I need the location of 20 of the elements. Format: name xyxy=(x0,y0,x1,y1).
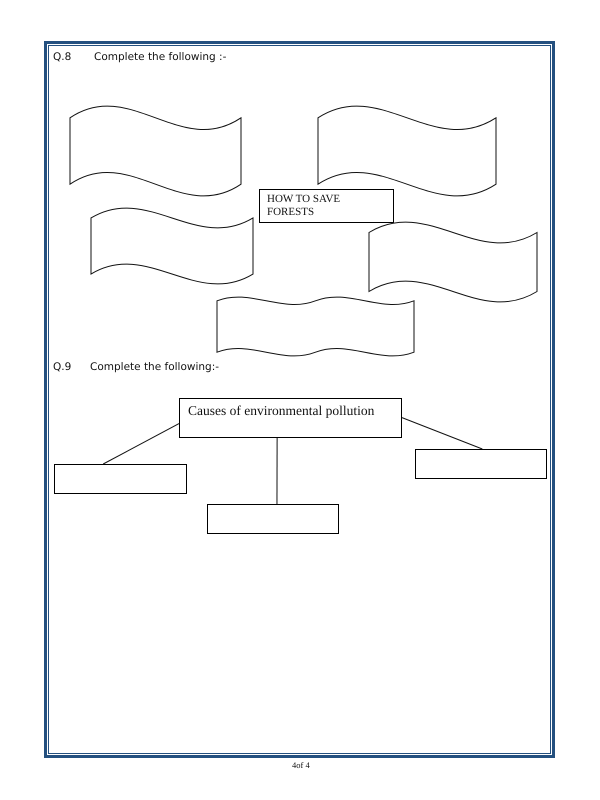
instruction-text: Complete the following:- xyxy=(90,361,220,373)
wave-banner xyxy=(318,106,496,196)
connector-line xyxy=(102,423,180,464)
wave-banner xyxy=(70,106,241,196)
wave-banner xyxy=(369,222,537,302)
wave-banner xyxy=(217,297,414,356)
question-number: Q.9 xyxy=(53,361,72,373)
answer-box xyxy=(207,504,339,534)
page-number: 4of 4 xyxy=(292,760,310,770)
answer-box xyxy=(54,464,187,494)
topic-text: Causes of environmental pollution xyxy=(188,403,374,420)
topic-box xyxy=(179,398,402,438)
question-number: Q.8 xyxy=(53,51,72,63)
topic-box xyxy=(259,189,394,223)
answer-box xyxy=(415,449,547,479)
connector-line xyxy=(402,417,483,450)
wave-banner xyxy=(91,208,253,284)
topic-text: HOW TO SAVE FORESTS xyxy=(267,193,342,220)
connector-line xyxy=(276,438,278,504)
instruction-text: Complete the following :- xyxy=(94,51,226,63)
